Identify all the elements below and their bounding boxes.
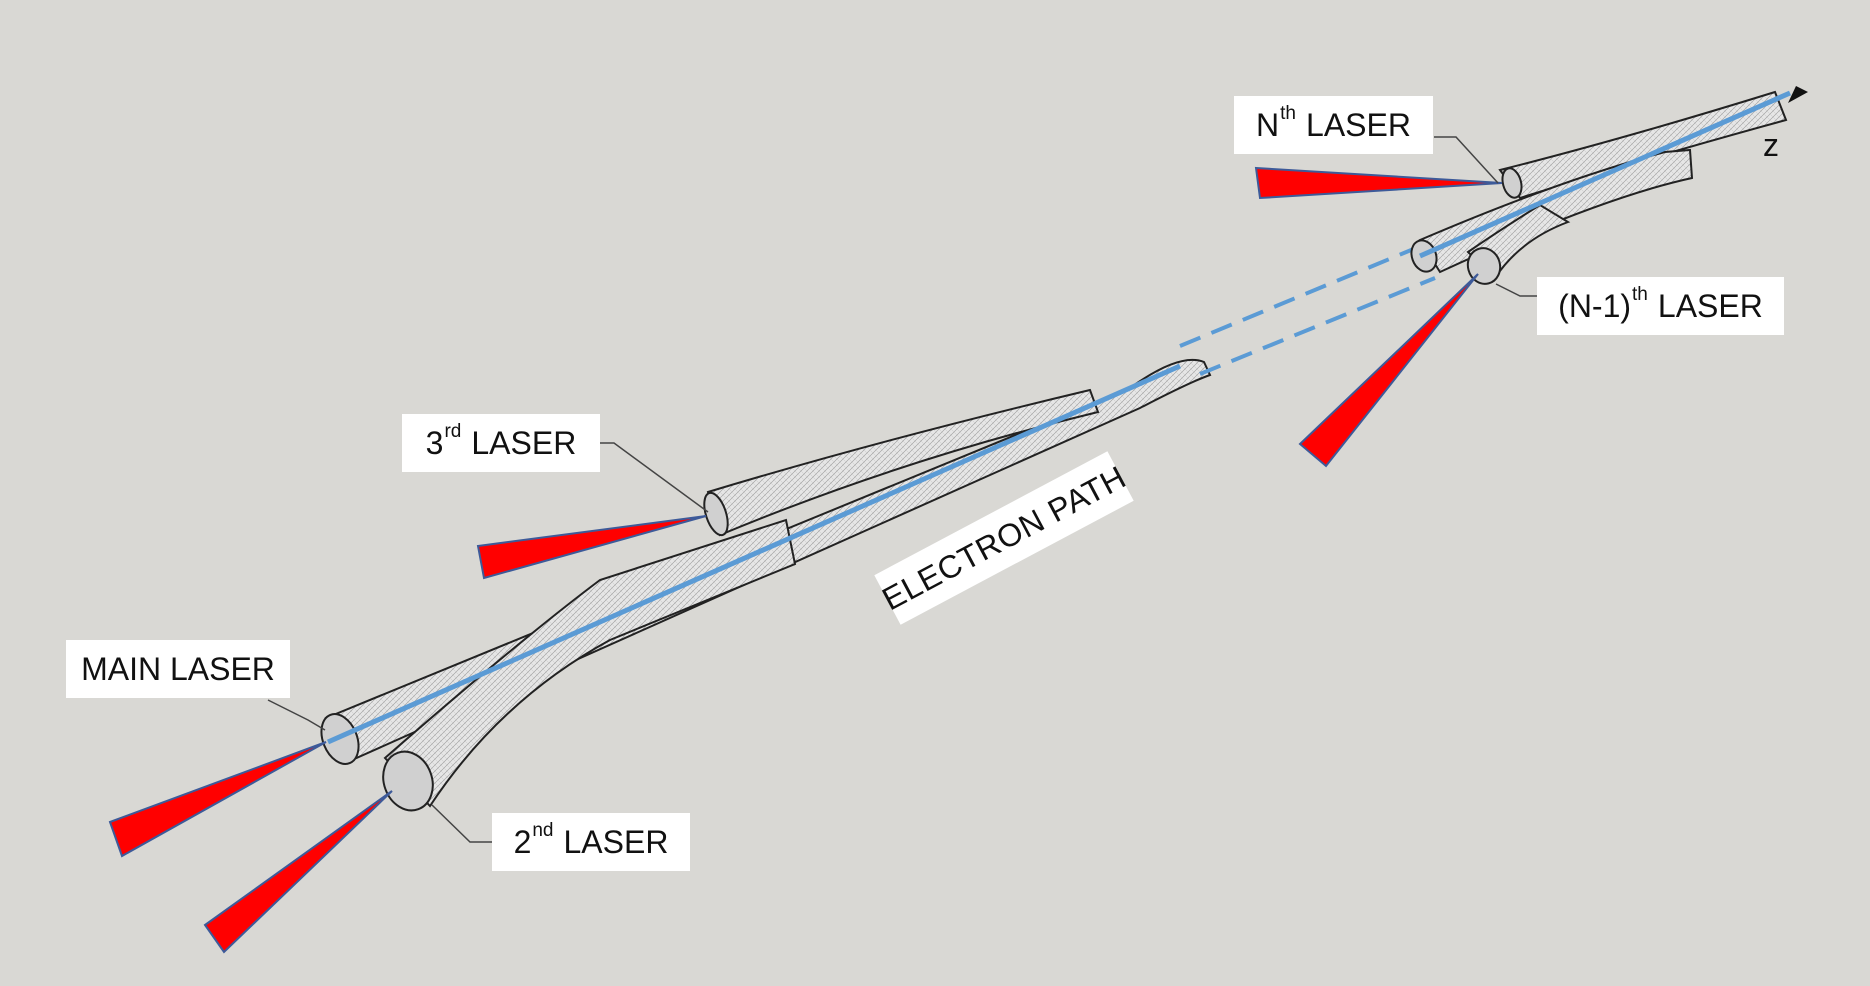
leader-lines <box>267 136 1537 843</box>
second-laser-label-word: LASER <box>563 824 669 860</box>
nth-laser-label-word: LASER <box>1306 107 1411 143</box>
third-laser-cone <box>476 515 707 580</box>
laser-cones <box>108 166 1503 954</box>
main-laser-leader <box>267 699 326 731</box>
nth-laser-cone <box>1254 166 1503 200</box>
second-laser-label-number: 2 <box>513 824 532 860</box>
third-laser-leader <box>600 442 709 513</box>
z-axis-label: z <box>1763 127 1779 163</box>
second-laser-cone <box>203 790 393 954</box>
electron-path-dashed <box>1179 241 1436 376</box>
second-laser-beam <box>382 518 797 812</box>
n-minus-1-laser-label-word: LASER <box>1657 288 1763 324</box>
n-minus-1-laser-label-number: (N-1) <box>1558 288 1632 324</box>
n-minus-1-laser-leader <box>1495 283 1537 297</box>
n-minus-1-laser-cone <box>1298 273 1479 468</box>
main-laser-cone <box>108 741 327 858</box>
main-laser-label-text: MAIN LASER <box>81 651 275 687</box>
main-laser-label: MAIN LASER <box>66 640 290 698</box>
second-laser-leader <box>431 804 492 843</box>
third-laser-label-number: 3 <box>425 425 444 461</box>
n-minus-1-laser-beam <box>1410 148 1694 285</box>
nth-laser-label-number: N <box>1256 107 1280 143</box>
third-laser-beam <box>703 388 1100 537</box>
nth-laser-leader <box>1434 136 1499 184</box>
third-laser-label-word: LASER <box>471 425 577 461</box>
electron-path <box>326 90 1792 745</box>
z-axis-arrow <box>1788 86 1808 103</box>
